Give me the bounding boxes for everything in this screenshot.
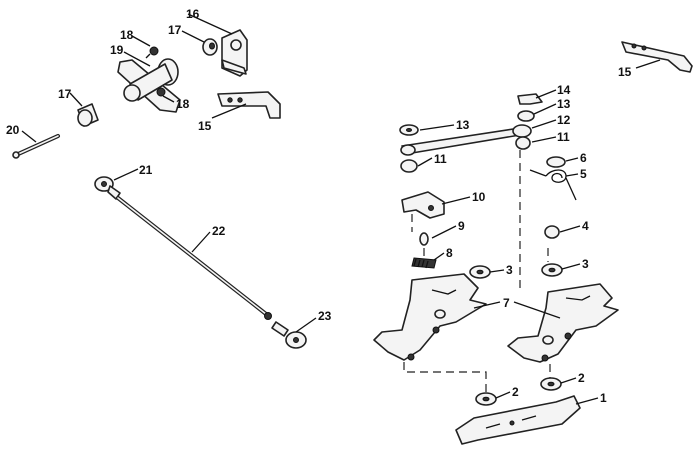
callout-17-left: 17	[58, 87, 72, 101]
washer-13-left	[399, 124, 419, 136]
mounting-bracket-1	[455, 395, 581, 445]
shaft-bracket-19	[117, 58, 181, 113]
spacer-4	[544, 225, 560, 239]
callout-labels: 16 17 18 19 18 15 17 20 21 22 23 13 11 1…	[6, 7, 632, 405]
callout-5: 5	[580, 167, 587, 181]
bracket-15-right	[621, 41, 693, 73]
callout-3-left: 3	[506, 263, 513, 277]
callout-19: 19	[110, 43, 124, 57]
washer-3-left	[469, 265, 491, 279]
callout-22: 22	[212, 224, 226, 238]
callout-13-left: 13	[456, 118, 470, 132]
callout-16: 16	[186, 7, 200, 21]
callout-18-upper: 18	[120, 28, 134, 42]
callout-7: 7	[503, 296, 510, 310]
screw-18-upper	[145, 46, 159, 59]
screw-18-lower	[156, 87, 166, 97]
spacer-11-right	[515, 136, 531, 150]
bracket-16	[221, 29, 248, 77]
spring-5	[529, 169, 577, 201]
washer-2-right	[540, 377, 562, 391]
lever-10	[401, 191, 445, 219]
pin-20	[12, 134, 60, 159]
callout-15-right: 15	[618, 65, 632, 79]
washer-13-right	[517, 110, 535, 122]
plate-7-left	[373, 273, 487, 361]
spacer-11-left	[400, 159, 418, 173]
callout-11-right: 11	[557, 130, 570, 144]
callout-8: 8	[446, 246, 453, 260]
alignment-lines	[403, 150, 551, 392]
washer-3-right	[541, 263, 563, 277]
washer-2-left	[475, 392, 497, 406]
callout-4: 4	[582, 219, 589, 233]
bracket-15-left	[217, 91, 281, 119]
callout-21: 21	[139, 163, 153, 177]
callout-14: 14	[557, 83, 571, 97]
plate-7-right	[507, 283, 619, 363]
spring-8	[411, 257, 437, 269]
leader-lines	[21, 13, 661, 405]
bushing-17-upper	[202, 38, 218, 56]
clip-14	[517, 93, 543, 105]
callout-2-right: 2	[578, 371, 585, 385]
callout-12: 12	[557, 113, 571, 127]
callout-3-right: 3	[582, 257, 589, 271]
callout-15-left: 15	[198, 119, 212, 133]
callout-17-upper: 17	[168, 23, 182, 37]
link-arm-12	[400, 124, 532, 156]
pin-9	[419, 232, 429, 246]
callout-10: 10	[472, 190, 486, 204]
callout-2-left: 2	[512, 385, 519, 399]
callout-13-right: 13	[557, 97, 571, 111]
link-rod-22	[116, 196, 272, 320]
callout-11-left: 11	[434, 152, 447, 166]
callout-20: 20	[6, 123, 20, 137]
washer-6	[546, 156, 566, 168]
callout-9: 9	[458, 219, 465, 233]
callout-6: 6	[580, 151, 587, 165]
callout-18-lower: 18	[176, 97, 190, 111]
rod-end-21	[94, 176, 121, 200]
callout-1: 1	[600, 391, 607, 405]
rod-end-23	[271, 321, 307, 349]
callout-23: 23	[318, 309, 332, 323]
bushing-17-left	[77, 103, 99, 127]
